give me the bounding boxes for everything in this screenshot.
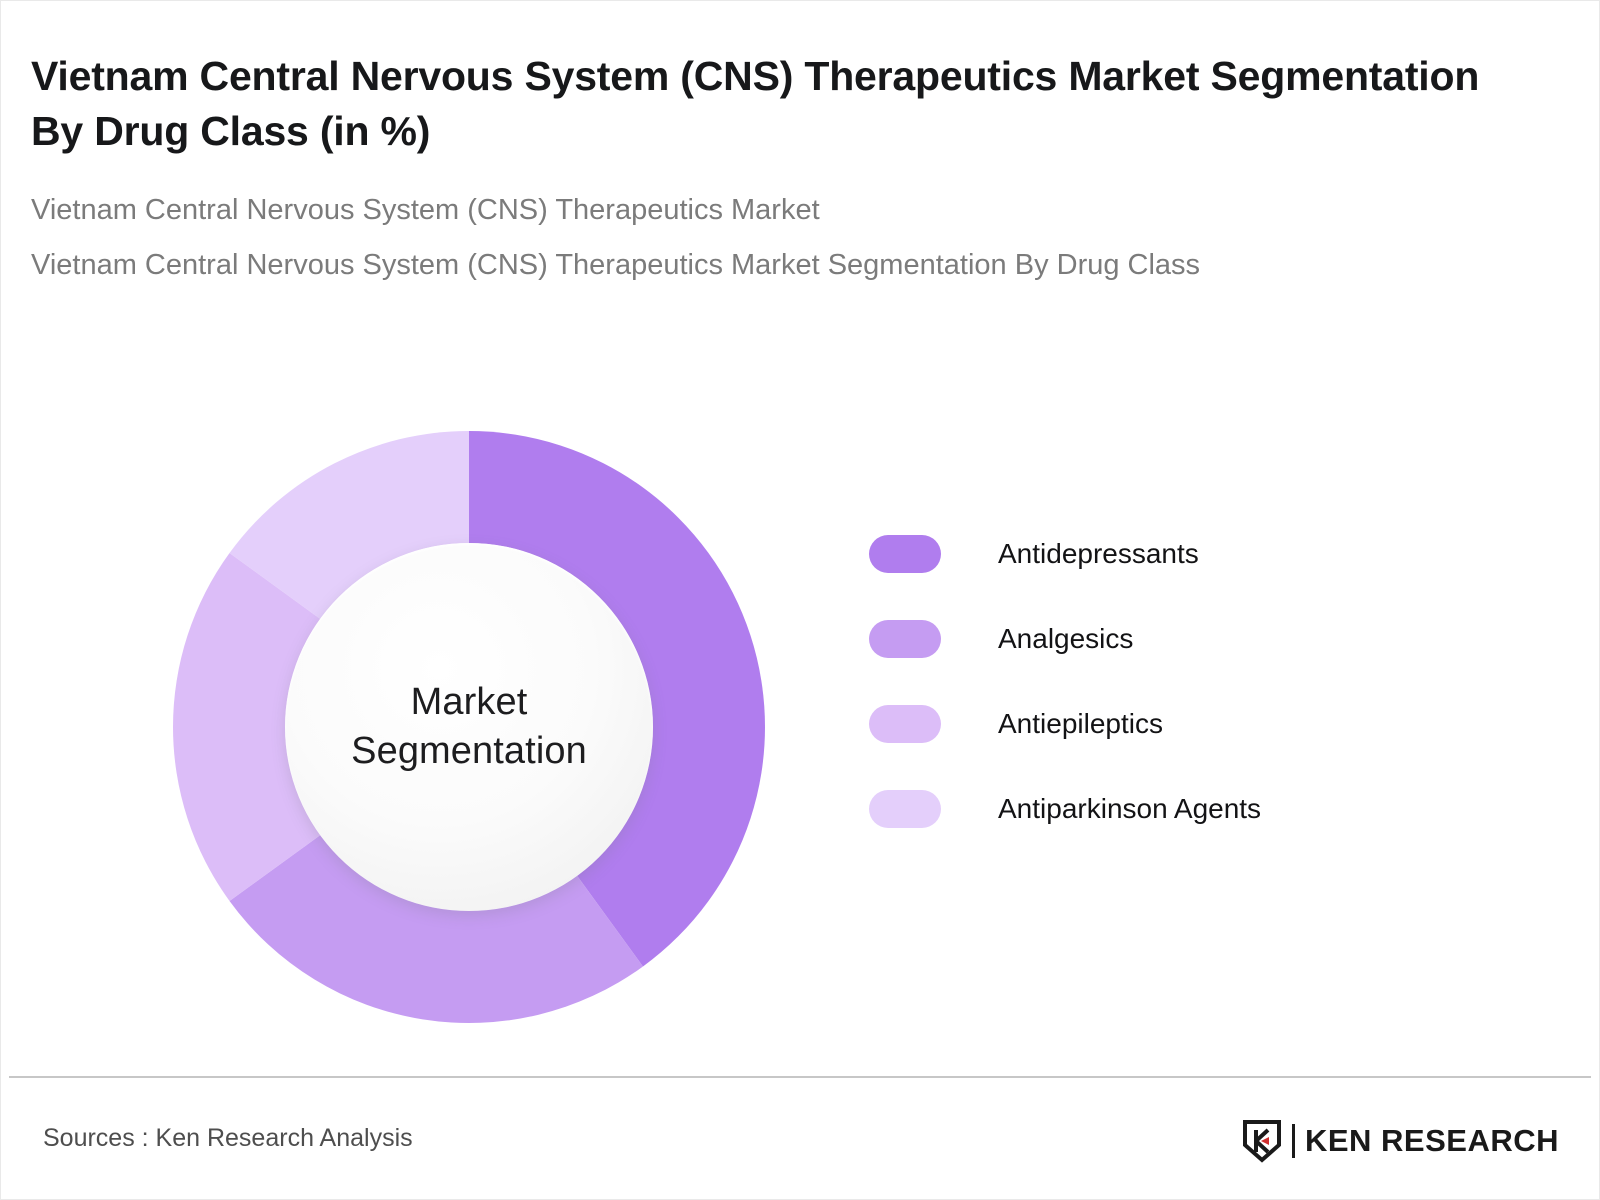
legend-item[interactable]: Antiparkinson Agents: [869, 766, 1509, 851]
donut-center-line-2: Segmentation: [351, 730, 587, 772]
logo-divider: [1291, 1123, 1295, 1158]
donut-center-hub: Market Segmentation: [285, 543, 653, 911]
legend-label: Analgesics: [998, 622, 1134, 654]
sources-label: Sources : Ken Research Analysis: [43, 1124, 413, 1152]
ken-shield-icon: [1242, 1119, 1281, 1163]
legend-item[interactable]: Antiepileptics: [869, 681, 1509, 766]
legend-label: Antidepressants: [998, 537, 1199, 569]
footer-divider: [9, 1076, 1591, 1078]
donut-center-label: Market Segmentation: [351, 678, 587, 775]
ken-research-logo: KEN RESEARCH: [1242, 1119, 1559, 1163]
header: Vietnam Central Nervous System (CNS) The…: [31, 49, 1551, 288]
legend-item[interactable]: Antidepressants: [869, 511, 1509, 596]
legend-swatch: [869, 619, 941, 658]
legend-label: Antiepileptics: [998, 707, 1163, 739]
breadcrumb-line-1: Vietnam Central Nervous System (CNS) The…: [31, 193, 820, 226]
legend-swatch: [869, 534, 941, 573]
donut-chart: Market Segmentation: [173, 431, 765, 1023]
legend-swatch: [869, 704, 941, 743]
legend-label: Antiparkinson Agents: [998, 792, 1262, 824]
subtitle-block: Vietnam Central Nervous System (CNS) The…: [31, 188, 1551, 288]
donut-center-line-1: Market: [410, 681, 528, 724]
page-title: Vietnam Central Nervous System (CNS) The…: [31, 53, 1480, 155]
legend-swatch: [869, 789, 941, 828]
brand-name: KEN RESEARCH: [1304, 1122, 1559, 1158]
breadcrumb-line-2: Vietnam Central Nervous System (CNS) The…: [31, 248, 1201, 281]
footer: Sources : Ken Research Analysis KEN RESE…: [1, 1078, 1600, 1199]
legend-item[interactable]: Analgesics: [869, 596, 1509, 681]
